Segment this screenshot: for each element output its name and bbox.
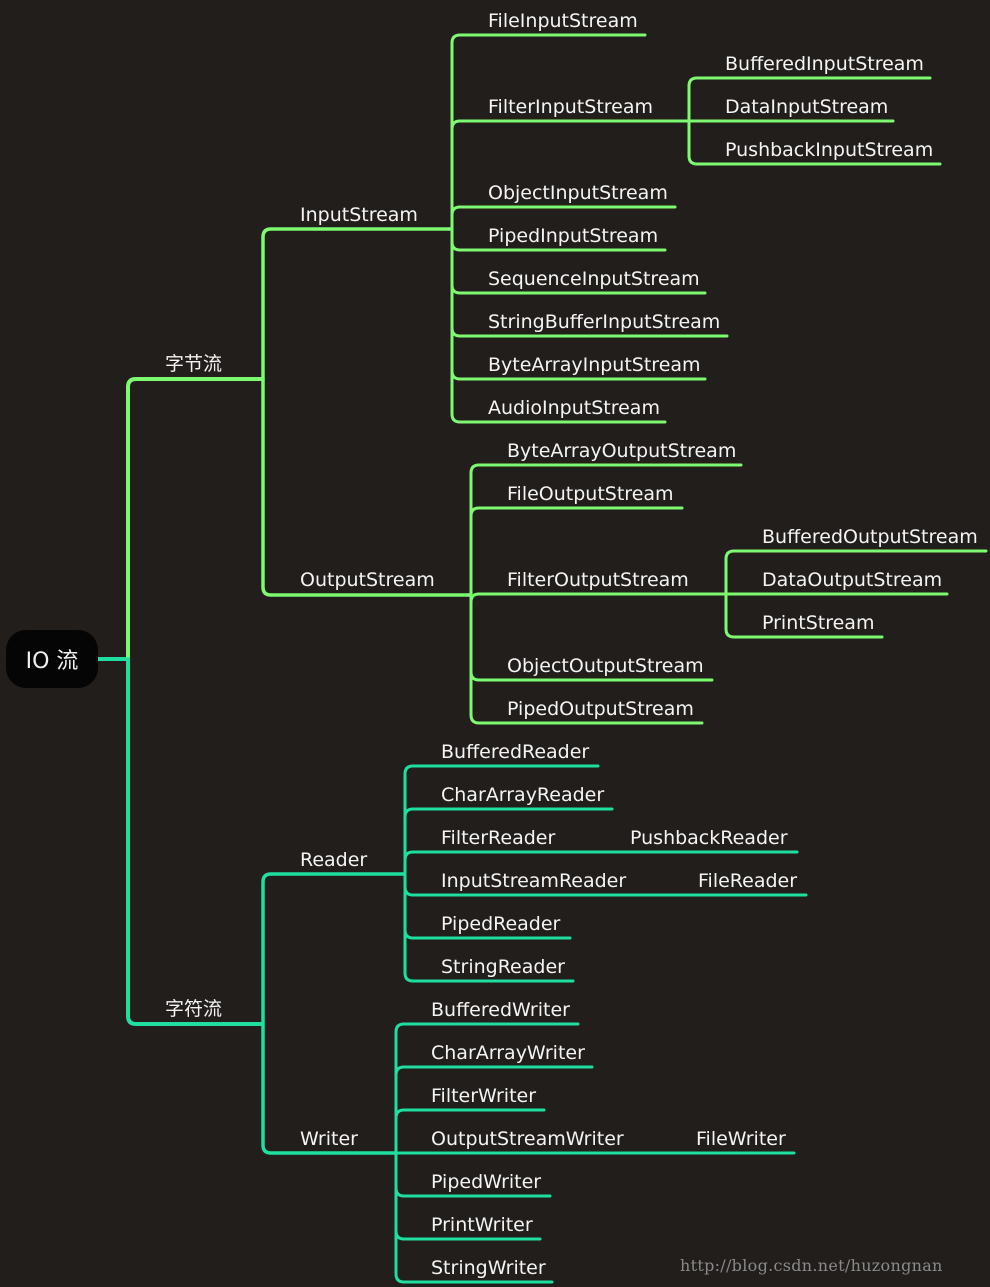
edge-root-char — [126, 657, 264, 1026]
node-pushbackinputstream[interactable]: PushbackInputStream — [725, 139, 934, 161]
edge-filteroutput-child — [724, 592, 884, 639]
node-fileoutputstream[interactable]: FileOutputStream — [507, 483, 674, 505]
edge-input-child — [450, 119, 690, 231]
edge-char-writer — [261, 1022, 397, 1155]
edge-input-child — [450, 33, 647, 231]
node-filereader[interactable]: FileReader — [698, 870, 798, 892]
edge-writer-child — [394, 1065, 594, 1155]
node-datainputstream[interactable]: DataInputStream — [725, 96, 889, 118]
node-pipedreader[interactable]: PipedReader — [441, 913, 561, 935]
node-pipedinputstream[interactable]: PipedInputStream — [488, 225, 659, 247]
root-node-io[interactable]: IO 流 — [6, 630, 98, 688]
node-pipedwriter[interactable]: PipedWriter — [431, 1171, 542, 1193]
edge-input-child — [450, 205, 677, 231]
node-filterreader[interactable]: FilterReader — [441, 827, 556, 849]
edge-filterinput-child — [687, 76, 932, 123]
node-fileinputstream[interactable]: FileInputStream — [488, 10, 638, 32]
edge-char-reader — [261, 872, 406, 1026]
node-pipedoutputstream[interactable]: PipedOutputStream — [507, 698, 694, 720]
node-stringwriter[interactable]: StringWriter — [431, 1257, 546, 1279]
node-filewriter[interactable]: FileWriter — [696, 1128, 786, 1150]
node-char-stream[interactable]: 字符流 — [165, 998, 223, 1020]
node-bufferedoutputstream[interactable]: BufferedOutputStream — [762, 526, 978, 548]
node-writer[interactable]: Writer — [300, 1128, 358, 1150]
edge-byte-input — [261, 227, 452, 381]
edge-reader-child — [403, 764, 600, 876]
edge-writer-child — [394, 1151, 554, 1284]
node-objectoutputstream[interactable]: ObjectOutputStream — [507, 655, 704, 677]
node-byte-stream[interactable]: 字节流 — [165, 353, 223, 375]
node-filterinputstream[interactable]: FilterInputStream — [488, 96, 653, 118]
edge-byte-output — [261, 377, 472, 597]
node-bytearrayinputstream[interactable]: ByteArrayInputStream — [488, 354, 701, 376]
edge-output-child — [469, 506, 684, 597]
node-printstream[interactable]: PrintStream — [762, 612, 875, 634]
node-filteroutputstream[interactable]: FilterOutputStream — [507, 569, 689, 591]
edge-filteroutput-child — [724, 549, 988, 596]
node-bufferedinputstream[interactable]: BufferedInputStream — [725, 53, 924, 75]
edge-output-child — [469, 463, 743, 597]
node-audioinputstream[interactable]: AudioInputStream — [488, 397, 660, 419]
edge-root-byte — [126, 377, 264, 661]
node-filterwriter[interactable]: FilterWriter — [431, 1085, 537, 1107]
node-bufferedwriter[interactable]: BufferedWriter — [431, 999, 570, 1021]
node-stringreader[interactable]: StringReader — [441, 956, 565, 978]
node-bufferedreader[interactable]: BufferedReader — [441, 741, 590, 763]
edge-output-child — [469, 592, 727, 604]
node-chararraywriter[interactable]: CharArrayWriter — [431, 1042, 585, 1064]
node-pushbackreader[interactable]: PushbackReader — [630, 827, 788, 849]
edge-writer-child — [394, 1022, 580, 1155]
node-printwriter[interactable]: PrintWriter — [431, 1214, 533, 1236]
edge-reader-child — [403, 850, 567, 876]
edge-output-child — [469, 593, 704, 725]
node-reader[interactable]: Reader — [300, 849, 368, 871]
node-chararrayreader[interactable]: CharArrayReader — [441, 784, 605, 806]
node-objectinputstream[interactable]: ObjectInputStream — [488, 182, 668, 204]
watermark: http://blog.csdn.net/huzongnan — [680, 1256, 943, 1275]
edge-reader-child — [403, 807, 614, 876]
node-bytearrayoutputstream[interactable]: ByteArrayOutputStream — [507, 440, 737, 462]
node-inputstreamreader[interactable]: InputStreamReader — [441, 870, 627, 892]
node-inputstream[interactable]: InputStream — [300, 204, 418, 226]
edge-writer-child — [394, 1108, 546, 1155]
node-outputstreamwriter[interactable]: OutputStreamWriter — [431, 1128, 624, 1150]
node-sequenceinputstream[interactable]: SequenceInputStream — [488, 268, 700, 290]
edge-filterinput-child — [687, 119, 942, 166]
edge-reader-child — [403, 872, 575, 983]
node-stringbufferinputstream[interactable]: StringBufferInputStream — [488, 311, 721, 333]
node-dataoutputstream[interactable]: DataOutputStream — [762, 569, 943, 591]
node-outputstream[interactable]: OutputStream — [300, 569, 435, 591]
edge-input-child — [450, 227, 667, 424]
root-label: IO 流 — [25, 649, 79, 674]
